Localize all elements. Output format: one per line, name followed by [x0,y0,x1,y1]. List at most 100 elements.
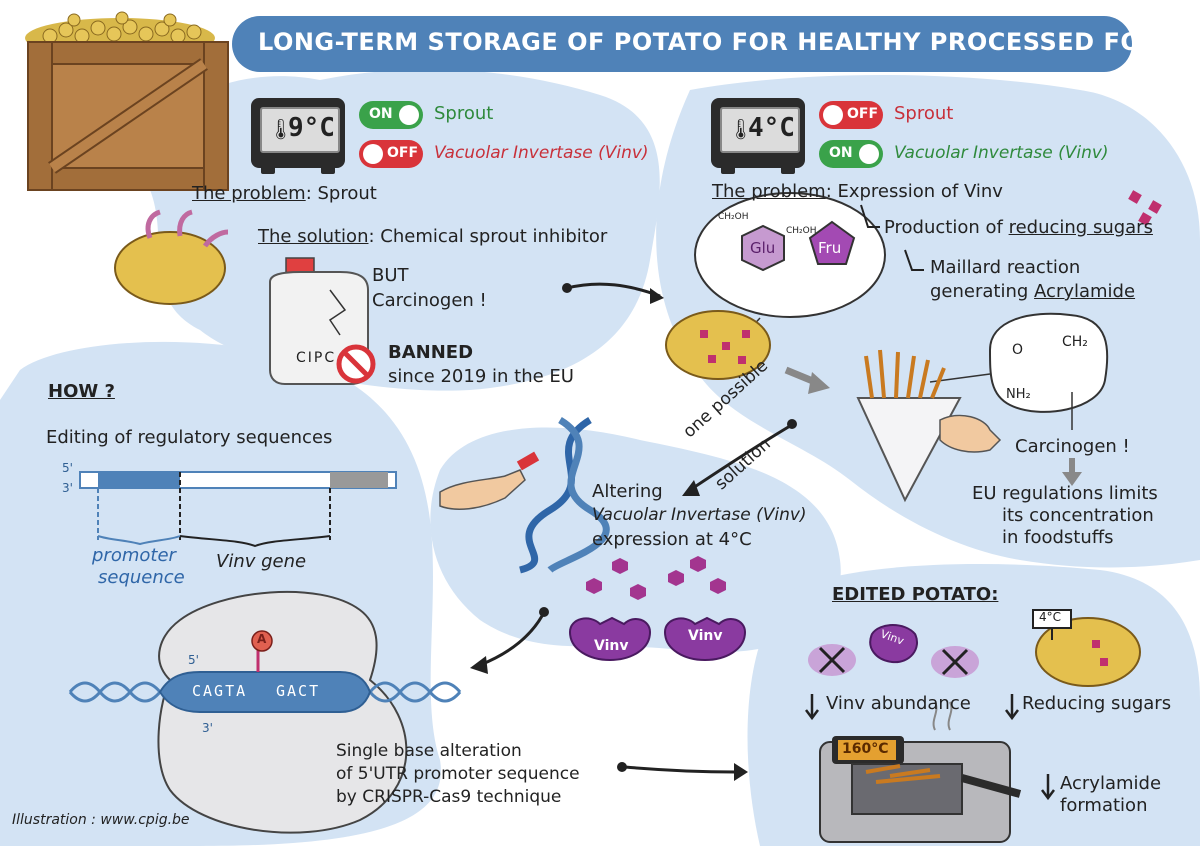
inserted-base-label: A [257,632,267,646]
maillard-prefix: generating [930,281,1029,302]
altering-line-2: Vacuolar Invertase (Vinv) [592,505,807,525]
page-title: LONG-TERM STORAGE OF POTATO FOR HEALTHY … [258,28,1183,56]
maillard-line-1: Maillard reaction [930,257,1081,278]
sugar-potato [665,310,771,380]
gene-5-prime: 5' [62,461,73,475]
reducing-sugars: Reducing sugars [1022,693,1172,714]
sugar-cluster [1128,190,1162,226]
switch-state: ON [369,106,393,122]
right-problem-label: The problem [712,181,826,202]
dna-3-prime: 3' [202,721,213,735]
crossed-enzyme-right [931,646,979,678]
sequence-left: CAGTA [192,682,248,700]
vinv-gene-label: Vinv gene [216,551,307,572]
vinv-switch-right[interactable]: ON [819,140,883,168]
bottle-label: CIPC [296,350,337,366]
eu-line-1: EU regulations limits [972,483,1158,504]
enzyme-b-label: Vinv [688,628,723,644]
enzyme-a [568,616,652,662]
fries-cone [856,349,962,503]
vinv-switch-left[interactable]: OFF [359,140,423,168]
credit: Illustration : www.cpig.be [12,812,190,828]
production-sugars: reducing sugars [1008,217,1153,238]
fru-label: Fru [818,239,842,257]
vinv-label-left: Vacuolar Invertase (Vinv) [434,143,649,163]
how-heading: HOW ? [48,381,115,402]
thermometer-left-value: 9°C [288,113,335,143]
vinv-label-right: Vacuolar Invertase (Vinv) [894,143,1109,163]
thermometer-icon: 🌡 [268,117,294,141]
edited-enzyme [869,624,918,664]
eu-line-2: its concentration [1002,505,1154,526]
edited-heading: EDITED POTATO: [832,584,999,605]
sequence-right: GACT [276,682,321,700]
sprouting-potato [114,209,229,305]
hand-with-scissors [439,469,526,511]
right-problem: The problem: Expression of Vinv [712,181,1003,203]
thermometer-icon: 🌡 [728,117,754,141]
center-blob [430,427,841,653]
carcinogen-label-left: Carcinogen ! [372,290,487,311]
acryl-o: O [1012,342,1024,358]
arrow-production [860,204,880,228]
arrow-to-dna [479,615,544,667]
arrow-maillard [904,249,924,271]
acrylamide-line-2: formation [1060,795,1148,816]
fryer-temp: 160°C [842,741,889,757]
thermometer-left: 🌡 9°C [251,98,345,174]
single-base-line-1: Single base alteration [336,741,522,761]
dna-5-prime: 5' [188,653,199,667]
switch-state: OFF [847,106,879,122]
single-base-line-2: of 5'UTR promoter sequence [336,764,580,784]
title-banner [232,16,1132,72]
center-sugars [586,556,726,600]
left-problem: The problem: Sprout [192,183,377,205]
production-prefix: Production of [884,217,1003,238]
left-problem-text: : Sprout [305,183,377,204]
gene-diagram [79,471,397,548]
enzyme-b [663,616,747,662]
vinv-abundance: Vinv abundance [826,693,971,714]
maillard-line-2: generating Acrylamide [930,281,1136,303]
production-line: Production of reducing sugars [884,217,1153,239]
how-subheading: Editing of regulatory sequences [46,427,333,448]
acryl-nh2: NH₂ [1006,387,1031,402]
promoter-line-2: sequence [98,567,185,588]
inserted-base-marker [251,630,273,652]
left-solution: The solution: Chemical sprout inhibitor [258,226,608,248]
ch2oh-glu: CH₂OH [718,212,749,222]
altering-line-3: expression at 4°C [592,529,752,550]
potato-crate [25,11,229,191]
but-label: BUT [372,265,409,286]
switch-state: ON [829,145,853,161]
carcinogen-label-right: Carcinogen ! [1015,436,1130,457]
deep-fryer [819,701,1022,843]
sprout-switch-right[interactable]: OFF [819,101,883,129]
thermometer-right-value: 4°C [748,113,795,143]
banned-sign [336,344,376,384]
banned-since: since 2019 in the EU [388,366,574,387]
thermometer-right: 🌡 4°C [711,98,805,174]
crossed-enzyme-left [808,644,856,676]
left-solution-text: : Chemical sprout inhibitor [368,226,608,247]
crispr-dna-helix [519,417,610,574]
dna-double-helix [68,681,462,703]
sprout-switch-left[interactable]: ON [359,101,423,129]
fructose-pentagon [808,220,856,265]
sprout-label-left: Sprout [434,103,494,124]
sugar-bubble [694,192,886,318]
edited-potato [1035,617,1141,687]
glu-label: Glu [750,239,776,257]
left-problem-label: The problem [192,183,306,204]
right-problem-text: : Expression of Vinv [825,181,1003,202]
arrow-to-fryer [624,765,736,774]
acrylamide-bubble [988,312,1109,413]
single-base-line-3: by CRISPR-Cas9 technique [336,787,562,807]
acrylamide-line-1: Acrylamide [1060,773,1162,794]
sprout-label-right: Sprout [894,103,954,124]
maillard-acrylamide: Acrylamide [1034,281,1136,302]
eu-line-3: in foodstuffs [1002,527,1114,548]
dna-open-segment [158,671,372,713]
glucose-hexagon [741,224,785,272]
left-solution-label: The solution [258,226,369,247]
